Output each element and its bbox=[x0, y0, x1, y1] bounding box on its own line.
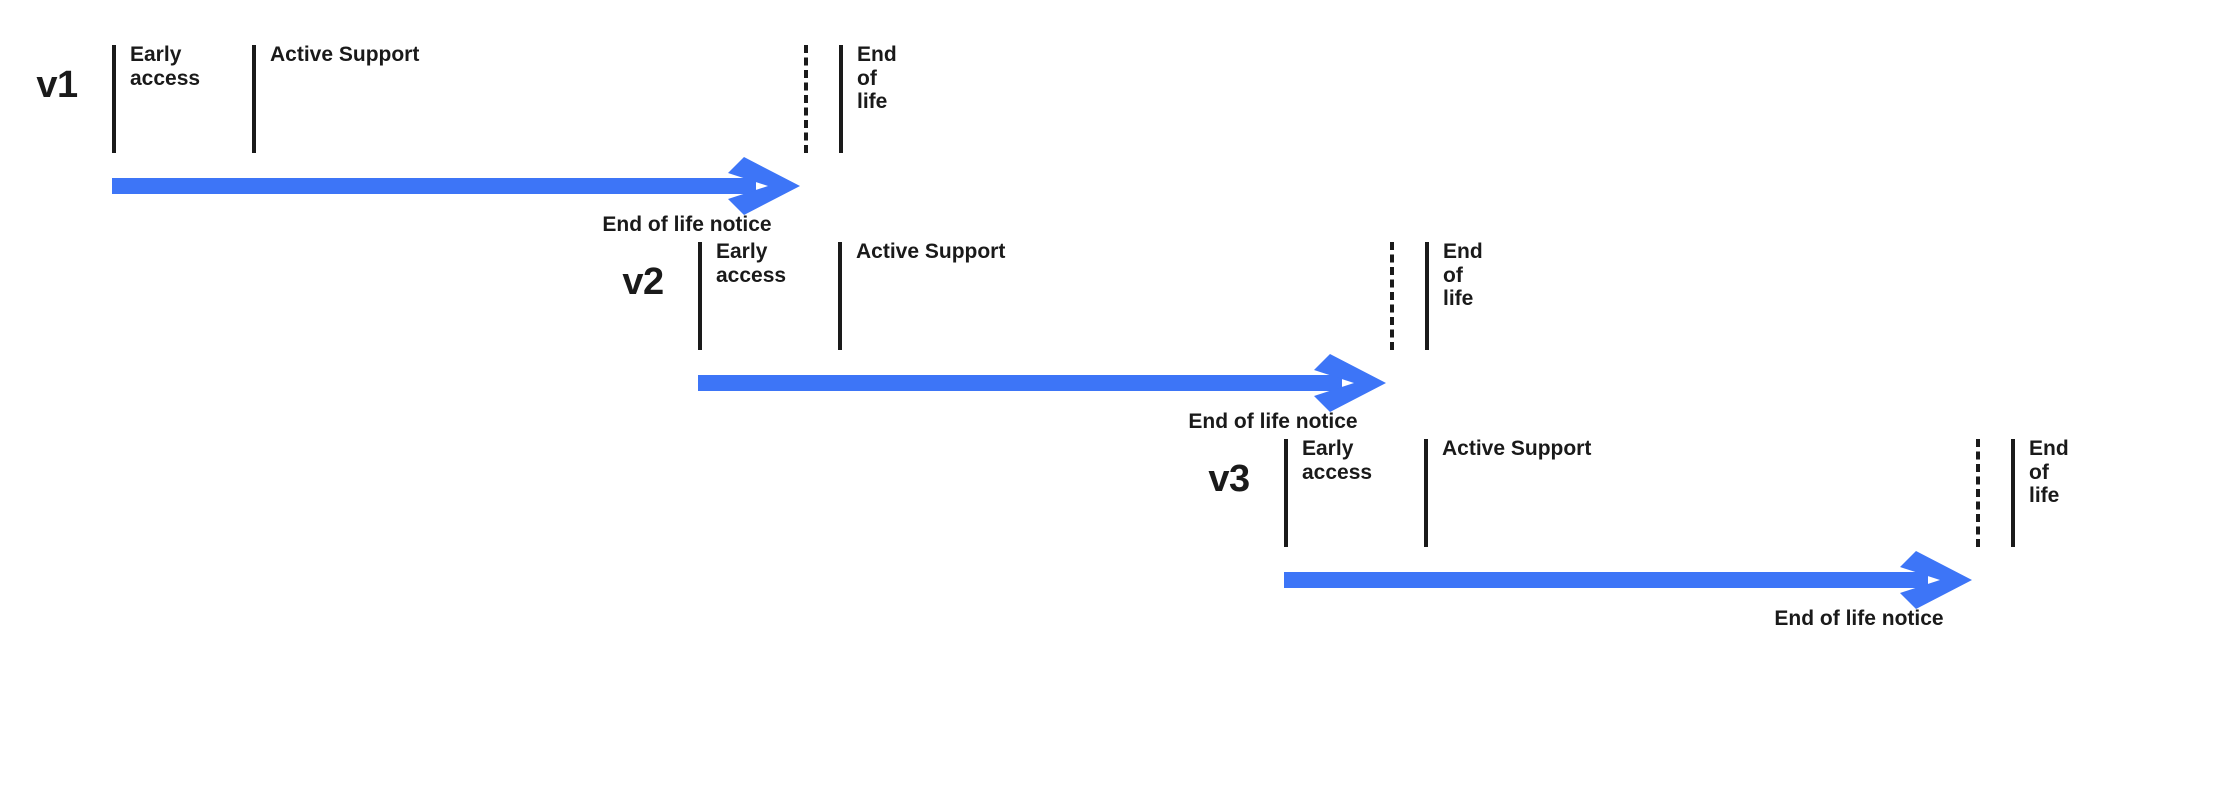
divider-end-of-life-start bbox=[1425, 242, 1429, 350]
phase-label-active-support: Active Support bbox=[856, 240, 1006, 263]
divider-end-of-life-notice-marker bbox=[804, 45, 808, 153]
phase-label-end-of-life: End of life bbox=[2029, 437, 2069, 508]
version-label-v1: v1 bbox=[36, 64, 78, 106]
divider-early-access-start bbox=[112, 45, 116, 153]
divider-active-support-start bbox=[838, 242, 842, 350]
arrow-head-icon bbox=[728, 157, 800, 215]
phase-label-early-access: Early access bbox=[716, 240, 787, 287]
phase-label-early-access: Early access bbox=[130, 43, 201, 90]
phase-band: Early access Active Support End of life bbox=[698, 215, 1483, 350]
phase-band: Early access Active Support End of life bbox=[112, 18, 897, 153]
arrow-shaft bbox=[698, 375, 1342, 391]
arrow-shaft bbox=[1284, 572, 1928, 588]
timeline-arrow bbox=[112, 153, 806, 215]
phase-label-end-of-life: End of life bbox=[857, 43, 897, 114]
divider-end-of-life-start bbox=[839, 45, 843, 153]
divider-end-of-life-start bbox=[2011, 439, 2015, 547]
phase-band: Early access Active Support End of life bbox=[1284, 412, 2069, 547]
end-of-life-notice-label: End of life notice bbox=[1188, 410, 1358, 433]
phase-label-active-support: Active Support bbox=[270, 43, 420, 66]
divider-end-of-life-notice-marker bbox=[1390, 242, 1394, 350]
divider-active-support-start bbox=[252, 45, 256, 153]
arrow-shaft bbox=[112, 178, 756, 194]
phase-label-end-of-life: End of life bbox=[1443, 240, 1483, 311]
divider-early-access-start bbox=[1284, 439, 1288, 547]
end-of-life-notice-label: End of life notice bbox=[1774, 607, 1944, 630]
timeline-arrow bbox=[698, 350, 1392, 412]
divider-early-access-start bbox=[698, 242, 702, 350]
version-label-v2: v2 bbox=[622, 261, 664, 303]
phase-label-active-support: Active Support bbox=[1442, 437, 1592, 460]
version-label-v3: v3 bbox=[1208, 458, 1250, 500]
divider-end-of-life-notice-marker bbox=[1976, 439, 1980, 547]
end-of-life-notice-label: End of life notice bbox=[602, 213, 772, 236]
timeline-arrow bbox=[1284, 547, 1978, 609]
arrow-head-icon bbox=[1900, 551, 1972, 609]
arrow-head-icon bbox=[1314, 354, 1386, 412]
phase-label-early-access: Early access bbox=[1302, 437, 1373, 484]
divider-active-support-start bbox=[1424, 439, 1428, 547]
